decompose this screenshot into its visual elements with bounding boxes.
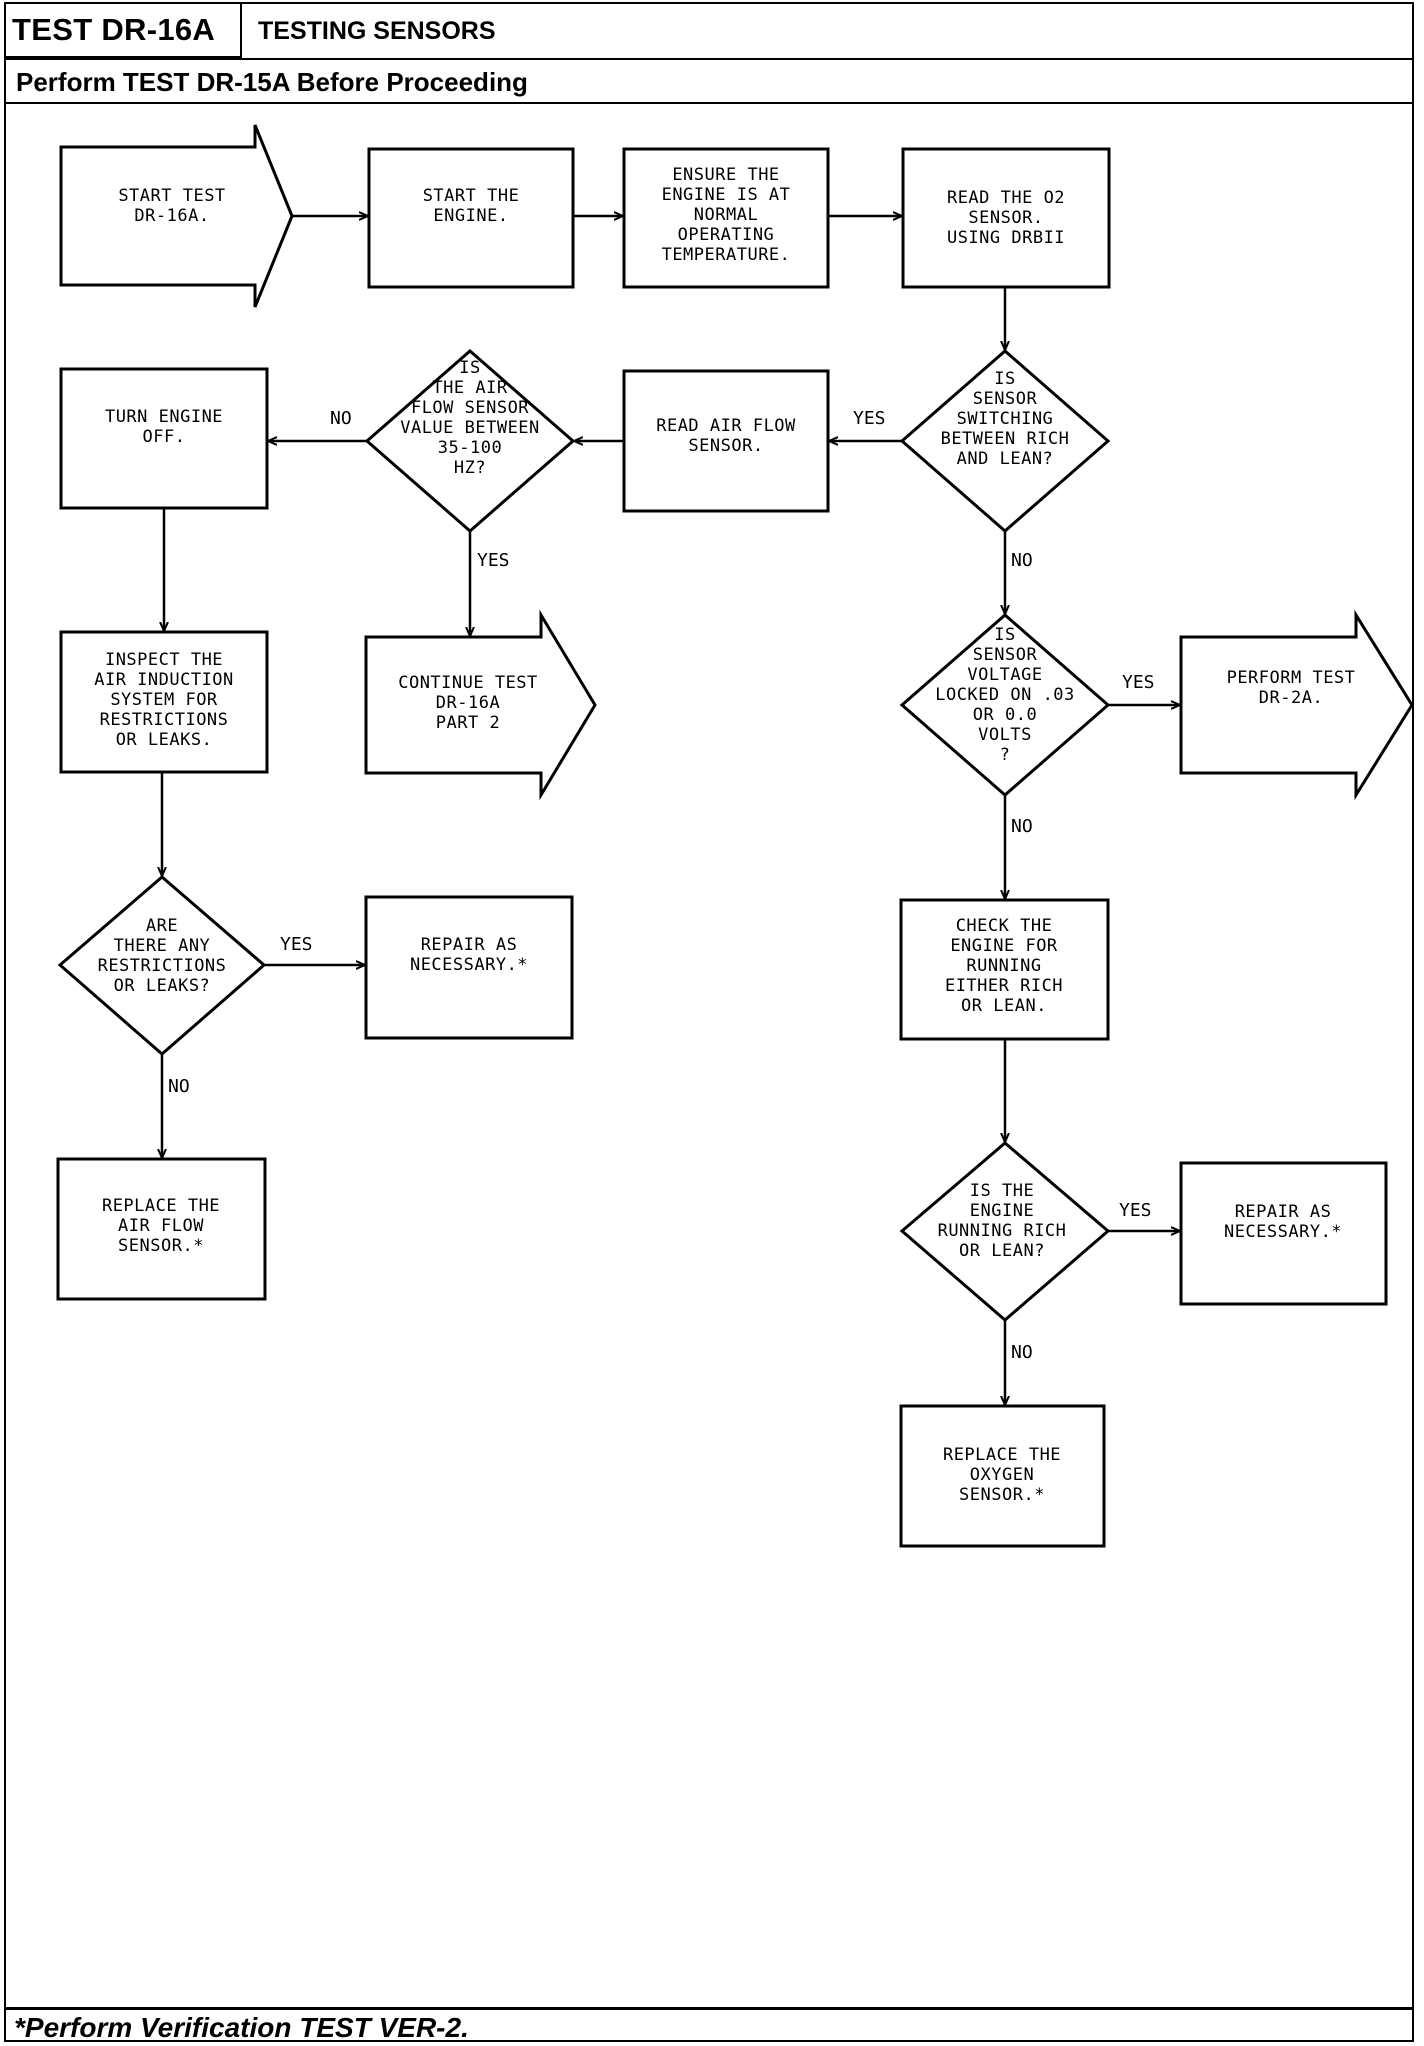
- turn-off-text[interactable]: TURN ENGINE OFF.: [104, 407, 224, 447]
- ensure-temp-box: [622, 147, 830, 289]
- read-o2-box: [901, 147, 1111, 289]
- start-engine-text[interactable]: START THE ENGINE.: [422, 186, 520, 226]
- edge-label-voltage-yes: YES: [1122, 672, 1155, 693]
- edge-label-switching-no: NO: [1011, 550, 1033, 571]
- repair-1-box: [364, 895, 574, 1040]
- q-restrictions-text[interactable]: ARE THERE ANY RESTRICTIONS OR LEAKS?: [97, 916, 227, 996]
- edge-label-voltage-no: NO: [1011, 816, 1033, 837]
- continue-text[interactable]: CONTINUE TEST DR-16A PART 2: [398, 673, 538, 733]
- ensure-temp-text[interactable]: ENSURE THE ENGINE IS AT NORMAL OPERATING…: [661, 165, 791, 265]
- inspect-text[interactable]: INSPECT THE AIR INDUCTION SYSTEM FOR RES…: [94, 650, 234, 750]
- verification-note: *Perform Verification TEST VER-2.: [4, 2007, 1414, 2043]
- q-airflow-text[interactable]: IS THE AIR FLOW SENSOR VALUE BETWEEN 35-…: [400, 358, 540, 478]
- prerequisite-note: Perform TEST DR-15A Before Proceeding: [4, 58, 1414, 104]
- read-airflow-text[interactable]: READ AIR FLOW SENSOR.: [656, 416, 796, 456]
- repair-2-text[interactable]: REPAIR AS NECESSARY.*: [1223, 1202, 1343, 1242]
- page-frame: [4, 2, 1414, 2042]
- replace-o2-box: [899, 1404, 1106, 1548]
- repair-2-box: [1179, 1161, 1388, 1306]
- q-switching-text[interactable]: IS SENSOR SWITCHING BETWEEN RICH AND LEA…: [940, 369, 1070, 469]
- edge-label-switching-yes: YES: [853, 408, 886, 429]
- replace-o2-text[interactable]: REPLACE THE OXYGEN SENSOR.*: [942, 1445, 1062, 1505]
- test-id: TEST DR-16A: [4, 2, 242, 58]
- edge-label-restrictions-yes: YES: [280, 934, 313, 955]
- inspect-box: [59, 630, 269, 774]
- edge-label-restrictions-no: NO: [168, 1076, 190, 1097]
- start-engine-box: [367, 147, 575, 289]
- perform-dr2a-text[interactable]: PERFORM TEST DR-2A.: [1226, 668, 1356, 708]
- start-text[interactable]: START TEST DR-16A.: [118, 186, 226, 226]
- q-voltage-text[interactable]: IS SENSOR VOLTAGE LOCKED ON .03 OR 0.0 V…: [935, 625, 1075, 765]
- replace-airflow-text[interactable]: REPLACE THE AIR FLOW SENSOR.*: [101, 1196, 221, 1256]
- start-shape: [59, 124, 294, 308]
- edge-label-richlean-no: NO: [1011, 1342, 1033, 1363]
- check-engine-box: [899, 898, 1110, 1041]
- replace-airflow-box: [56, 1157, 267, 1301]
- read-airflow-box: [622, 369, 830, 513]
- q-rich-lean-text[interactable]: IS THE ENGINE RUNNING RICH OR LEAN?: [937, 1181, 1067, 1261]
- continue-shape: [364, 609, 597, 801]
- edge-label-airflow-yes: YES: [477, 550, 510, 571]
- edge-label-airflow-no: NO: [330, 408, 352, 429]
- check-engine-text[interactable]: CHECK THE ENGINE FOR RUNNING EITHER RICH…: [944, 916, 1064, 1016]
- perform-dr2a-shape: [1179, 609, 1414, 801]
- edge-label-richlean-yes: YES: [1119, 1200, 1152, 1221]
- page-title: TESTING SENSORS: [258, 17, 496, 45]
- repair-1-text[interactable]: REPAIR AS NECESSARY.*: [409, 935, 529, 975]
- turn-off-box: [59, 367, 269, 510]
- read-o2-text[interactable]: READ THE O2 SENSOR. USING DRBII: [946, 188, 1066, 248]
